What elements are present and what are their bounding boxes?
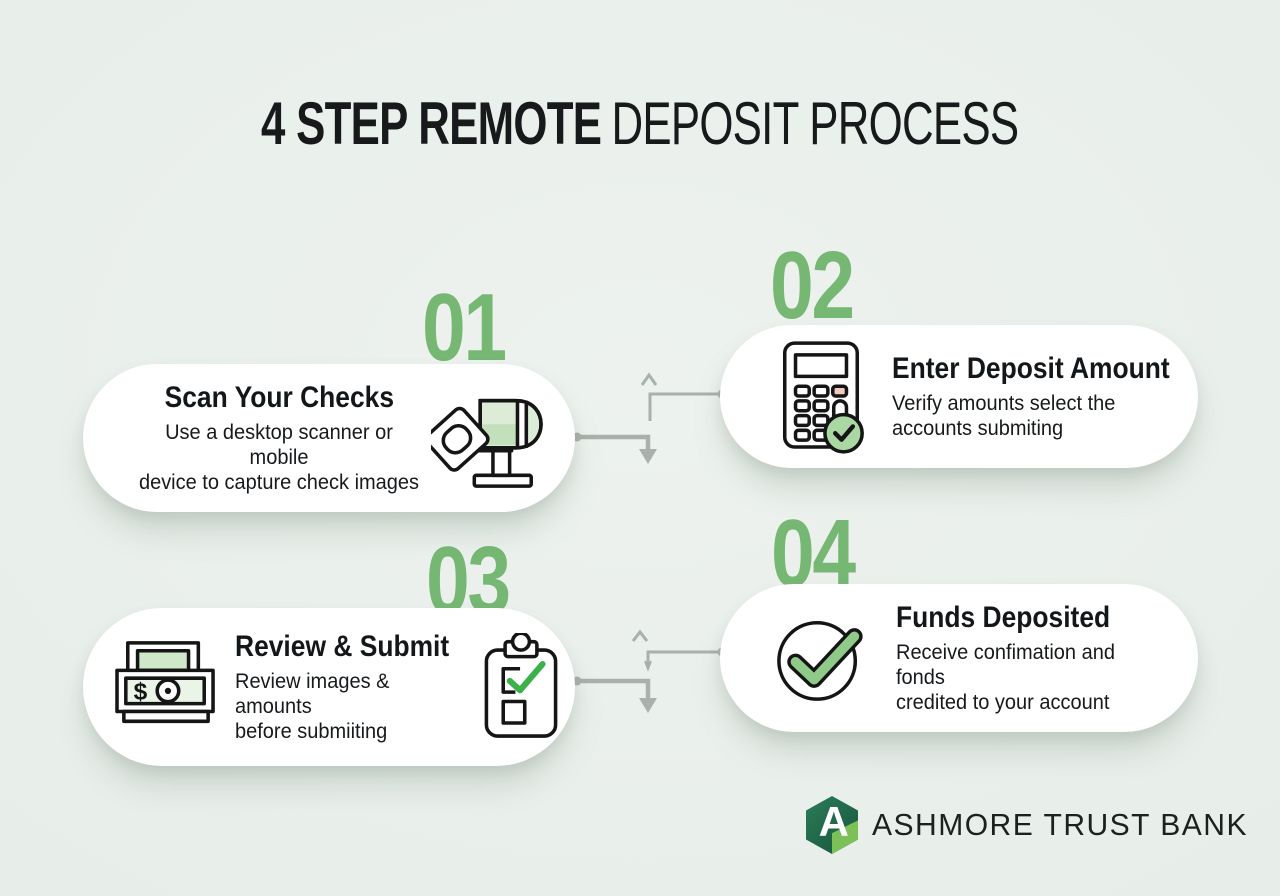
circle-check-icon xyxy=(777,620,863,701)
logo-letter: A xyxy=(818,798,849,846)
step-2-number: 02 xyxy=(770,232,855,339)
step-1-description: Use a desktop scanner or mobile device t… xyxy=(138,420,420,494)
brand-name: ASHMORE TRUST BANK xyxy=(872,807,1248,842)
step-1-title: Scan Your Checks xyxy=(164,381,394,414)
step-2-title: Enter Deposit Amount xyxy=(892,352,1170,385)
check-scanner-icon xyxy=(431,398,543,488)
step-3-title: Review & Submit xyxy=(235,630,450,663)
title-part-1: 4 STEP REMOTE xyxy=(261,90,602,157)
step-1-card: Scan Your Checks Use a desktop scanner o… xyxy=(83,364,575,512)
cash-bills-icon: $ xyxy=(115,641,215,724)
step-3-card: $ Review & Submit Review images & amount… xyxy=(83,608,575,766)
svg-text:$: $ xyxy=(134,679,148,706)
title-part-2: DEPOSIT PROCESS xyxy=(611,90,1020,157)
step-4-card: Funds Deposited Receive confimation and … xyxy=(720,584,1198,732)
brand-footer: A ASHMORE TRUST BANK xyxy=(806,796,1260,854)
step-2-description: Verify amounts select the accounts submi… xyxy=(892,391,1116,440)
step-2-card: Enter Deposit Amount Verify amounts sele… xyxy=(720,325,1198,468)
step-4-description: Receive confimation and fonds credited t… xyxy=(896,640,1115,714)
bank-logo-icon: A xyxy=(806,796,858,854)
calculator-check-icon xyxy=(782,340,864,454)
step-3-description: Review images & amounts before submiitin… xyxy=(235,669,390,743)
step-4-title: Funds Deposited xyxy=(896,601,1111,634)
clipboard-check-icon xyxy=(485,633,558,738)
step-1-number: 01 xyxy=(422,274,507,381)
